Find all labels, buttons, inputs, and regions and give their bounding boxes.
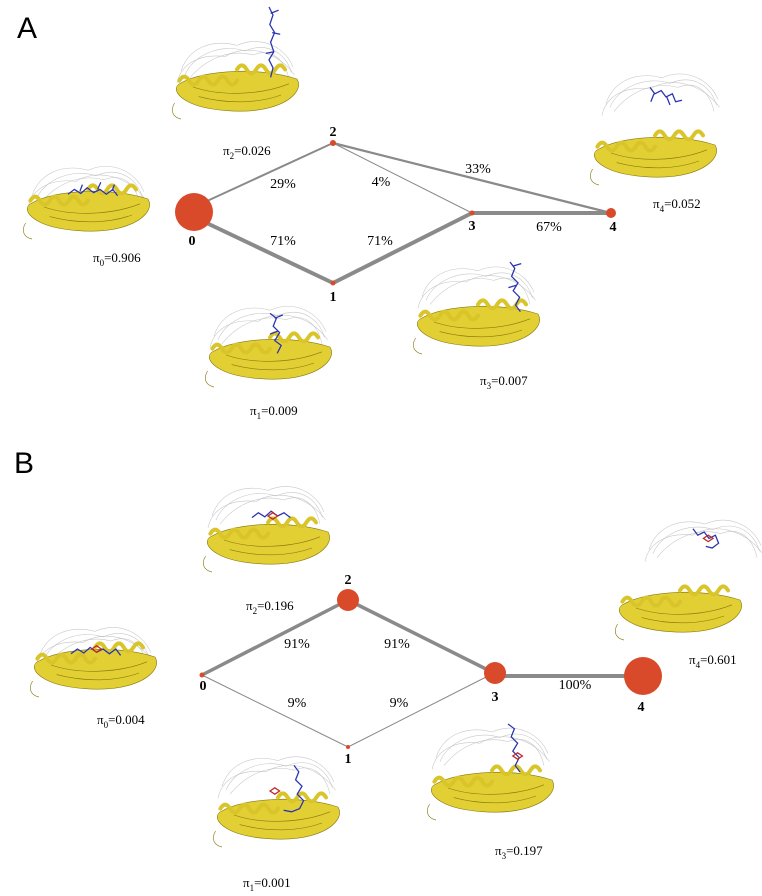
protein-ligand-structure-icon xyxy=(590,131,716,185)
node-label: 0 xyxy=(189,234,196,249)
node-label: 3 xyxy=(492,690,499,705)
node-label: 3 xyxy=(469,219,476,234)
node-label: 1 xyxy=(345,752,352,767)
edge-0-1 xyxy=(201,674,349,748)
edge-flux-label: 4% xyxy=(372,175,391,190)
population-label: π3=0.007 xyxy=(480,373,528,391)
protein-ligand-structure-icon xyxy=(601,73,720,116)
node-2 xyxy=(330,140,336,146)
protein-ligand-structure-icon xyxy=(644,519,762,562)
edge-2-3 xyxy=(332,142,473,214)
node-label: 2 xyxy=(330,125,337,140)
protein-ligand-structure-icon xyxy=(615,586,741,640)
protein-ligand-structure-icon xyxy=(413,261,539,354)
node-3 xyxy=(484,662,506,684)
node-label: 1 xyxy=(330,290,337,305)
protein-ligand-structure-icon xyxy=(172,6,298,119)
population-label: π0=0.004 xyxy=(97,712,145,730)
node-2 xyxy=(337,589,359,611)
panel-a: A 0 1 2 3 4 29% 71% 4% 33% 71% 67% xyxy=(17,6,720,421)
population-label: π3=0.197 xyxy=(495,843,543,861)
node-label: 4 xyxy=(610,220,617,235)
node-0 xyxy=(199,672,205,678)
panel-letter: A xyxy=(17,12,37,45)
edge-flux-label: 67% xyxy=(536,220,562,235)
population-label: π2=0.026 xyxy=(223,143,271,161)
population-label: π4=0.601 xyxy=(689,652,737,670)
protein-ligand-structure-icon xyxy=(213,756,339,847)
population-label: π2=0.196 xyxy=(246,598,294,616)
edge-1-3 xyxy=(332,211,473,285)
population-label: π4=0.052 xyxy=(653,196,701,214)
node-label: 0 xyxy=(200,679,207,694)
edge-flux-label: 9% xyxy=(390,696,409,711)
edge-flux-label: 100% xyxy=(559,678,592,693)
edge-0-1 xyxy=(193,215,334,285)
edge-flux-label: 91% xyxy=(384,637,410,652)
population-label: π1=0.009 xyxy=(250,403,298,421)
panel-b: B 0 1 2 3 4 91% 9% 91% 9% 100% xyxy=(14,447,762,893)
protein-ligand-structure-icon xyxy=(203,486,329,572)
panel-letter: B xyxy=(14,447,34,480)
node-1 xyxy=(346,745,350,749)
population-label: π0=0.906 xyxy=(93,250,141,268)
edge-0-2 xyxy=(193,142,334,208)
population-label: π1=0.001 xyxy=(243,875,291,893)
edge-flux-label: 91% xyxy=(284,637,310,652)
protein-ligand-structure-icon xyxy=(205,306,331,387)
protein-ligand-structure-icon xyxy=(23,166,149,239)
edge-2-4 xyxy=(332,141,612,215)
node-4 xyxy=(606,208,616,218)
edge-flux-label: 29% xyxy=(270,177,296,192)
edge-flux-label: 71% xyxy=(270,234,296,249)
edge-1-3 xyxy=(347,672,495,748)
edge-flux-label: 33% xyxy=(465,162,491,177)
edge-flux-label: 71% xyxy=(367,234,393,249)
node-1 xyxy=(330,280,336,286)
edge-flux-label: 9% xyxy=(288,696,307,711)
edge-0-2 xyxy=(201,598,349,677)
edge-2-3 xyxy=(347,598,495,675)
protein-ligand-structure-icon xyxy=(427,723,553,820)
node-0 xyxy=(175,193,213,231)
node-4 xyxy=(624,657,662,695)
protein-ligand-structure-icon xyxy=(30,627,156,697)
node-label: 4 xyxy=(638,700,645,715)
node-3 xyxy=(469,210,475,216)
node-label: 2 xyxy=(345,573,352,588)
